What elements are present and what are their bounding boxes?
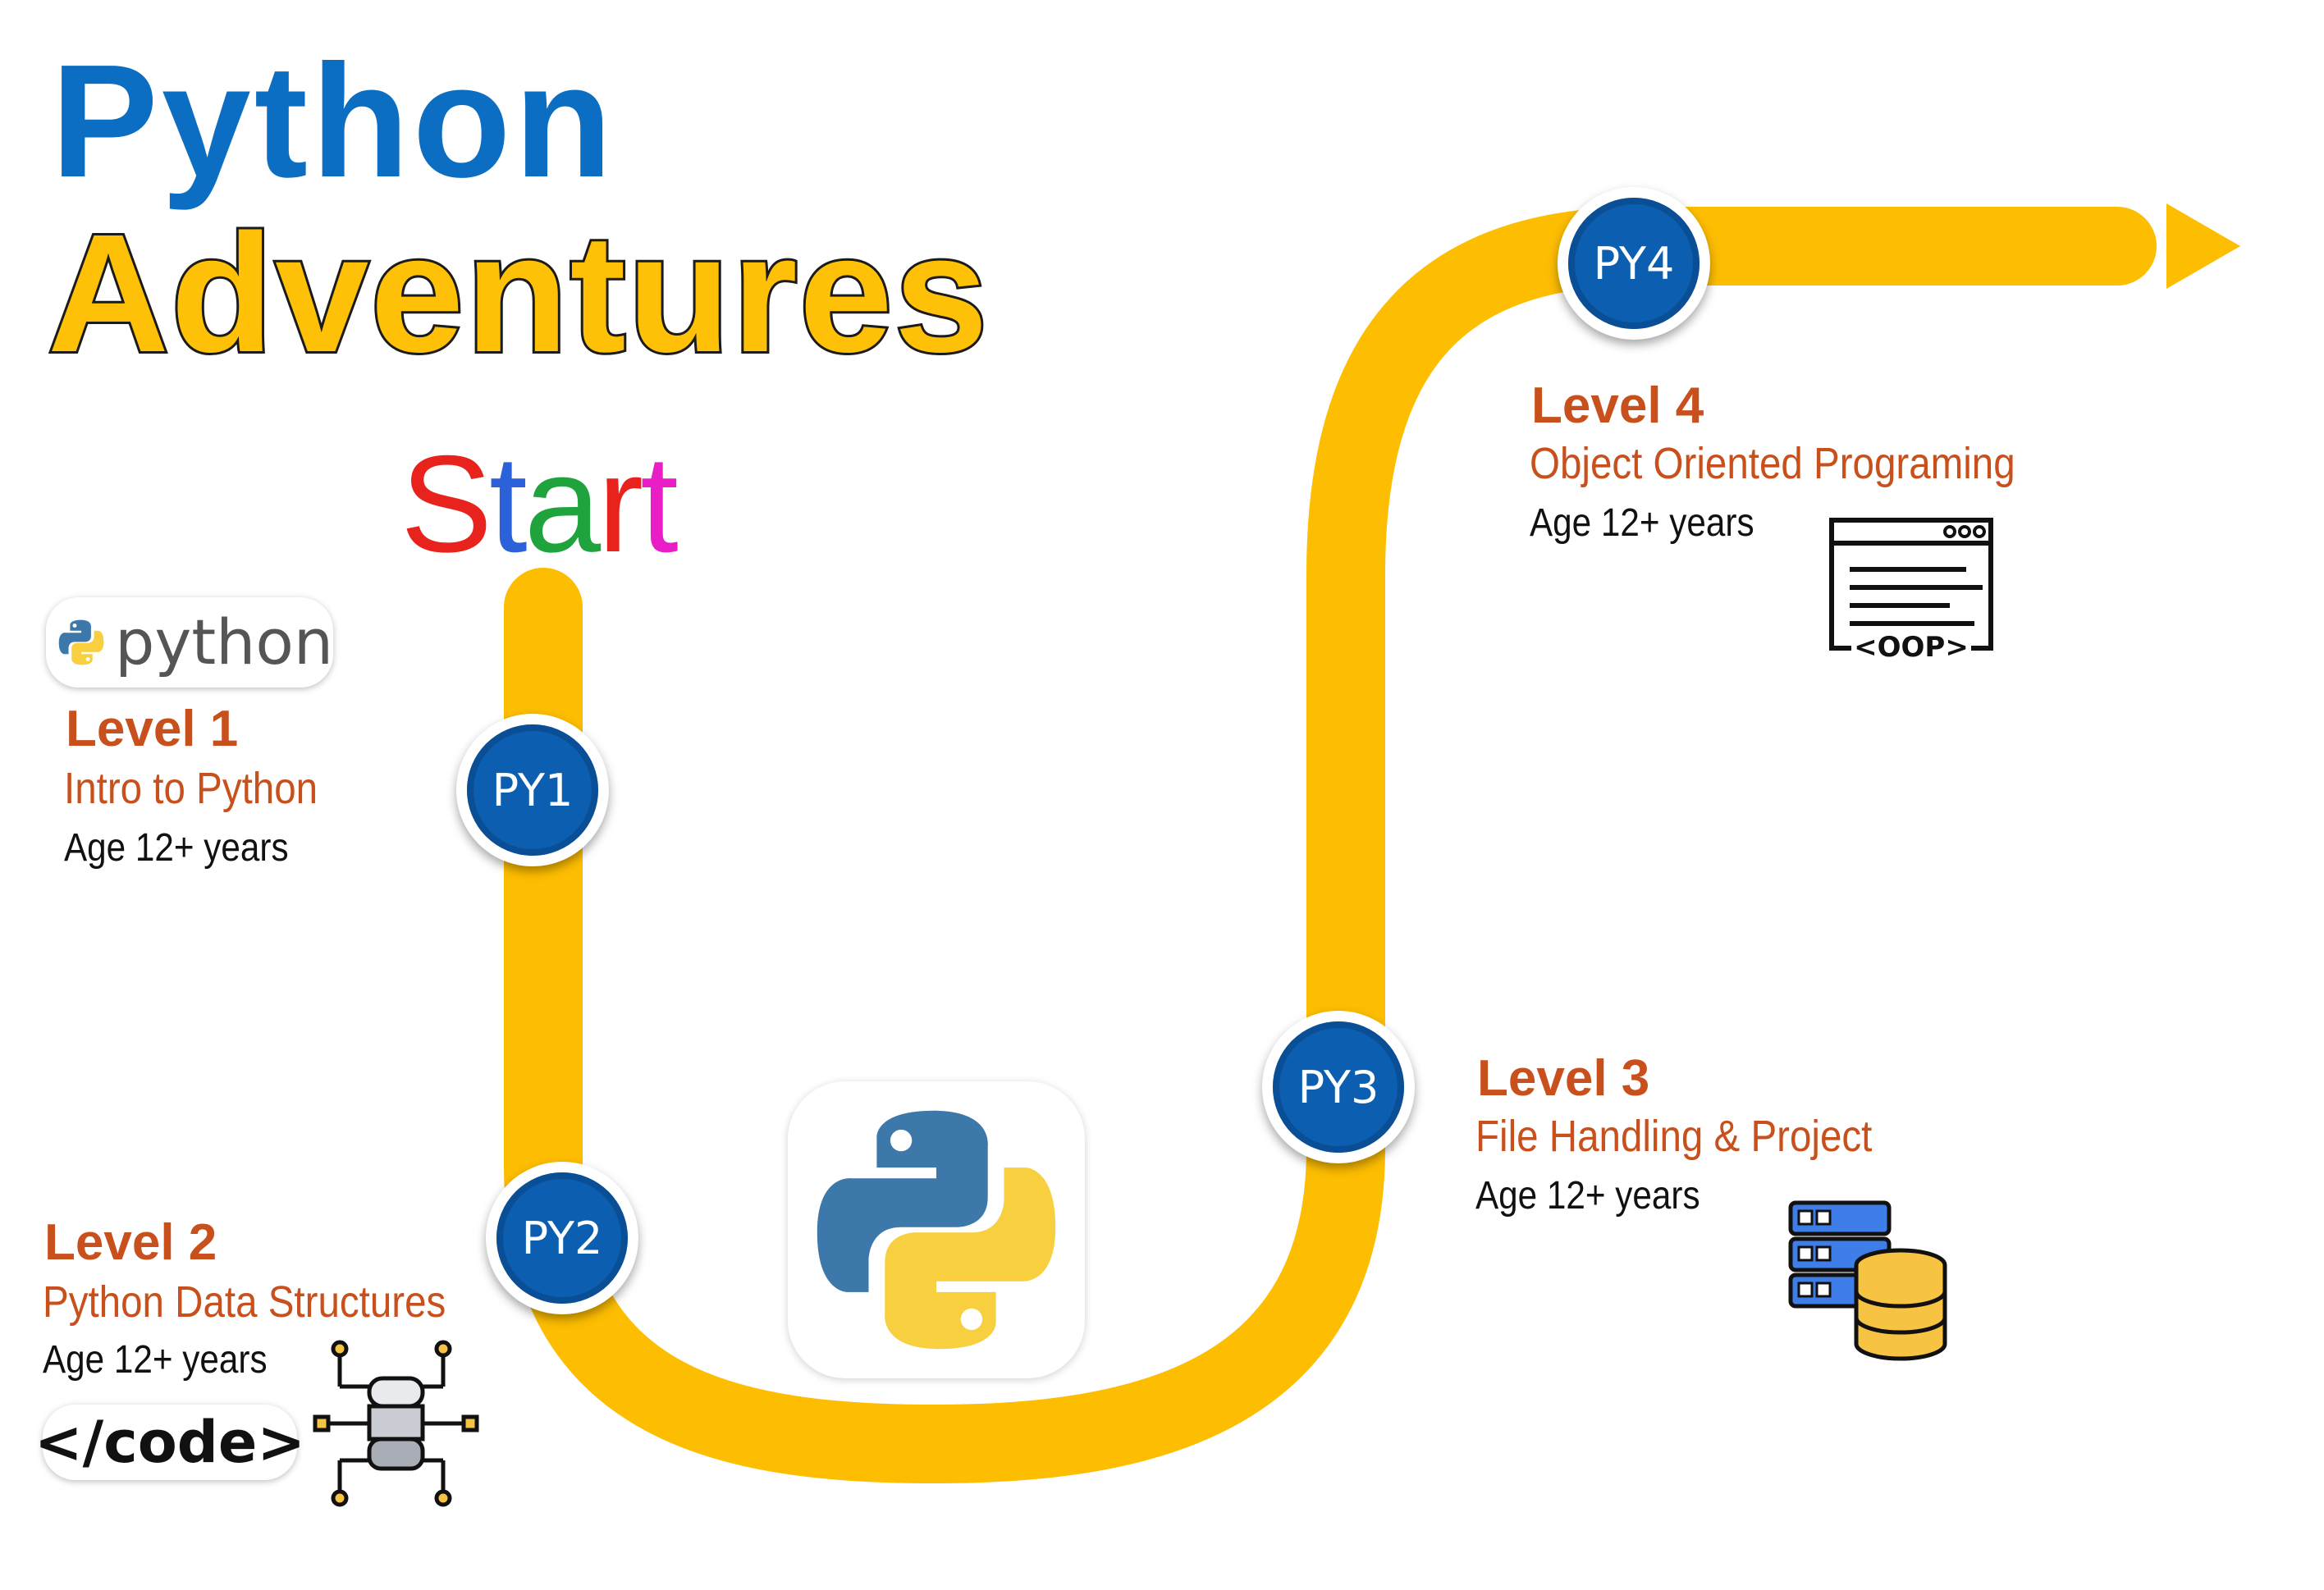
start-letter: r — [597, 427, 643, 581]
python-logo-text: python — [115, 605, 333, 678]
badge-py1-label: PY1 — [467, 724, 598, 856]
level-1-age: Age 12+ years — [64, 826, 289, 870]
level-2-heading: Level 2 — [44, 1214, 217, 1271]
badge-py1: PY1 — [456, 714, 609, 866]
database-network-icon — [313, 1340, 479, 1507]
start-letter: a — [524, 427, 601, 581]
badge-py2: PY2 — [486, 1162, 638, 1314]
badge-py2-label: PY2 — [496, 1172, 628, 1304]
level-3-subtitle: File Handling & Project — [1475, 1112, 1873, 1161]
badge-py4-label: PY4 — [1568, 198, 1700, 329]
start-letter: t — [640, 427, 679, 581]
python-big-snake-icon — [817, 1110, 1056, 1350]
code-tag-text: </code> — [34, 1409, 306, 1476]
title-python: Python — [51, 31, 616, 211]
badge-py3-label: PY3 — [1273, 1021, 1404, 1153]
server-database-icon — [1788, 1200, 1947, 1361]
code-tag-sticker: </code> — [34, 1405, 305, 1480]
level-1-heading: Level 1 — [66, 701, 239, 757]
oop-window-icon: <OOP> — [1829, 518, 1993, 658]
oop-label: <OOP> — [1854, 631, 1969, 658]
level-4-subtitle: Object Oriented Programing — [1530, 439, 2015, 488]
roadmap-arrowhead — [2166, 203, 2240, 289]
level-2-subtitle: Python Data Structures — [43, 1277, 446, 1327]
level-4-heading: Level 4 — [1531, 377, 1704, 434]
python-big-logo — [788, 1081, 1085, 1378]
roadmap-road — [504, 207, 2157, 1484]
badge-py4: PY4 — [1558, 187, 1710, 340]
start-letter: t — [489, 427, 528, 581]
title-adventures: Adventures — [45, 199, 990, 387]
start-letter: S — [400, 427, 492, 581]
level-2-age: Age 12+ years — [43, 1338, 268, 1382]
start-label: Start — [400, 435, 679, 573]
python-snake-icon — [58, 619, 104, 665]
badge-py3: PY3 — [1262, 1011, 1415, 1163]
level-3-age: Age 12+ years — [1475, 1174, 1700, 1218]
level-1-subtitle: Intro to Python — [64, 764, 318, 813]
level-4-age: Age 12+ years — [1530, 501, 1754, 545]
python-logo: python — [46, 597, 333, 688]
level-3-heading: Level 3 — [1477, 1050, 1650, 1107]
